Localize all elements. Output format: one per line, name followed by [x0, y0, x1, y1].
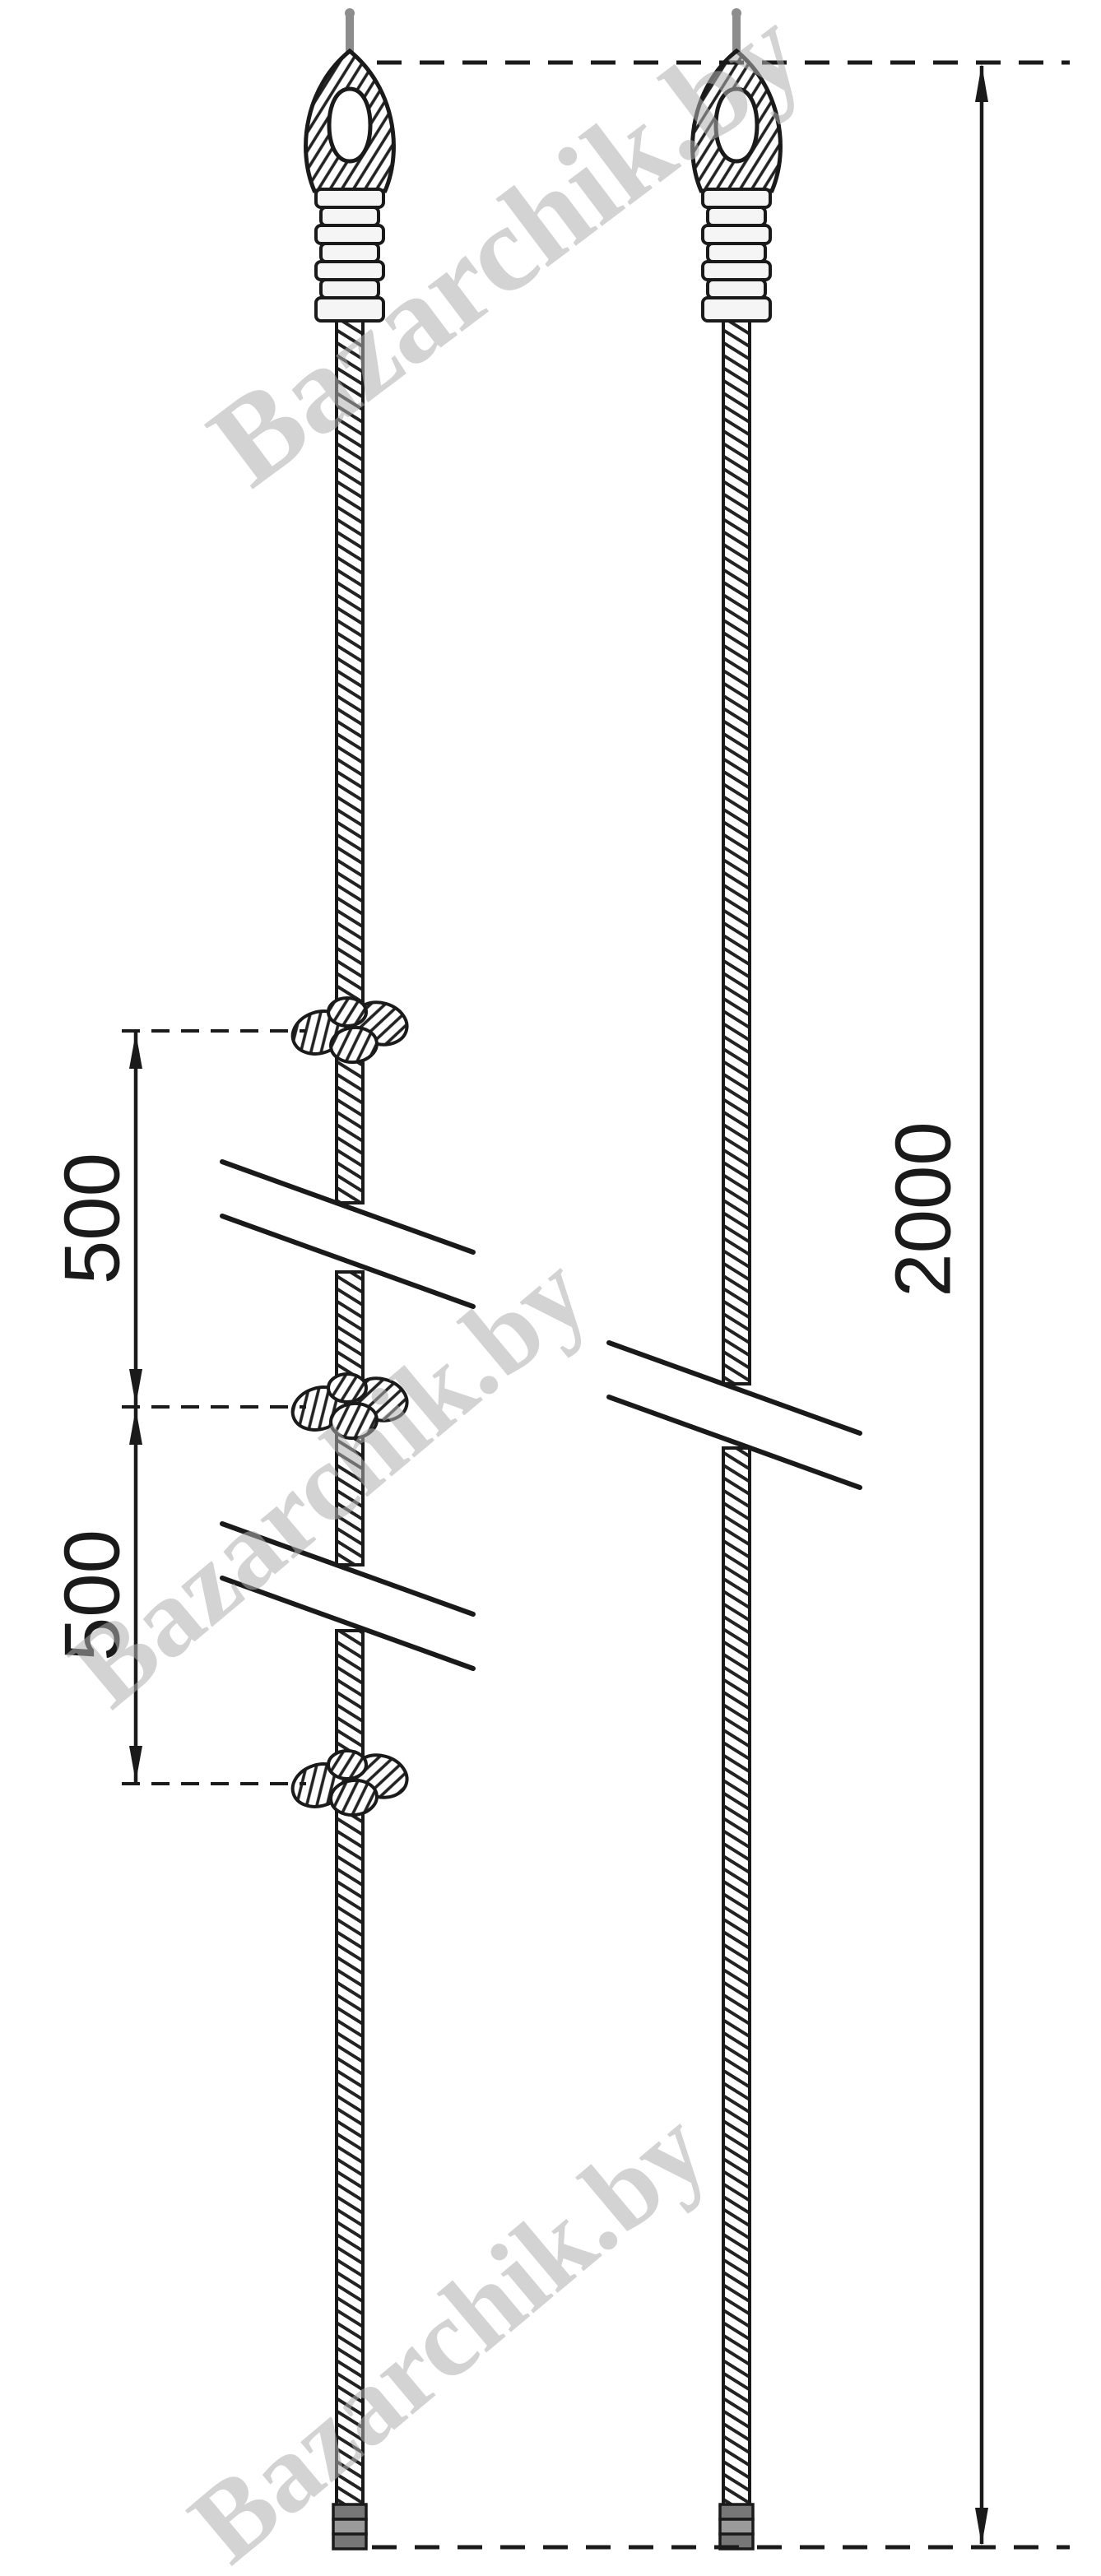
arrowhead-down: [975, 2508, 988, 2546]
ferrule-band: [706, 278, 767, 299]
rope-knot-3: [290, 1749, 409, 1817]
rope-segment: [335, 1429, 365, 1566]
ferrule-band: [701, 260, 772, 281]
rope-segment: [335, 1629, 365, 1760]
rope-segment: [335, 1053, 365, 1204]
ferrule: [314, 188, 385, 323]
break-symbol-left-upper: [220, 1159, 476, 1309]
ferrule-band: [701, 224, 772, 245]
ferrule-band: [314, 188, 385, 209]
rope-knot-2: [290, 1372, 409, 1441]
rope-end-cap: [332, 2503, 368, 2550]
ferrule-band: [701, 296, 772, 323]
ferrule-band: [706, 206, 767, 227]
rope-segment: [335, 1806, 365, 2508]
rope-segment: [722, 1446, 751, 2508]
rope-end-cap: [718, 2503, 755, 2550]
arrowhead-up: [975, 64, 988, 102]
ferrule-band: [701, 188, 772, 209]
dimension-overall: 2000: [880, 64, 988, 2546]
rope-segment: [335, 1270, 365, 1383]
rope-knot-1: [290, 996, 409, 1065]
watermarks: Bazarchik.by Bazarchik.by Bazarchik.by: [49, 0, 827, 2576]
break-symbols: [220, 1159, 862, 1671]
dimension-annotations: 2000 500 500: [49, 60, 1070, 2550]
break-symbol-right: [606, 1340, 862, 1490]
rope-body: [722, 319, 751, 2508]
rope-segment: [335, 319, 365, 1007]
ferrule-band: [319, 206, 380, 227]
ferrule-band: [314, 224, 385, 245]
ferrule: [701, 188, 772, 323]
arrowhead-up: [129, 1409, 142, 1445]
rope-eye-loop: [304, 48, 396, 193]
left-rope: [290, 8, 409, 2550]
dimension-label-lower-spacing: 500: [49, 1529, 137, 1661]
rope-segment: [722, 319, 751, 1385]
ferrule-band: [706, 242, 767, 263]
break-symbol-left-lower: [220, 1521, 476, 1671]
rope-eye-loop: [690, 48, 783, 193]
dimension-knot-spacing: 500 500: [49, 1031, 142, 1784]
ferrule-band: [319, 242, 380, 263]
rope-body: [335, 319, 365, 2508]
right-rope: [690, 8, 783, 2550]
arrowhead-up: [129, 1033, 142, 1069]
watermark-text: Bazarchik.by: [168, 2087, 730, 2576]
dimension-label-upper-spacing: 500: [49, 1153, 137, 1284]
arrowhead-down: [129, 1746, 142, 1782]
watermark-text: Bazarchik.by: [49, 1232, 611, 1731]
arrowhead-down: [129, 1369, 142, 1405]
dimension-label-overall: 2000: [880, 1121, 968, 1297]
